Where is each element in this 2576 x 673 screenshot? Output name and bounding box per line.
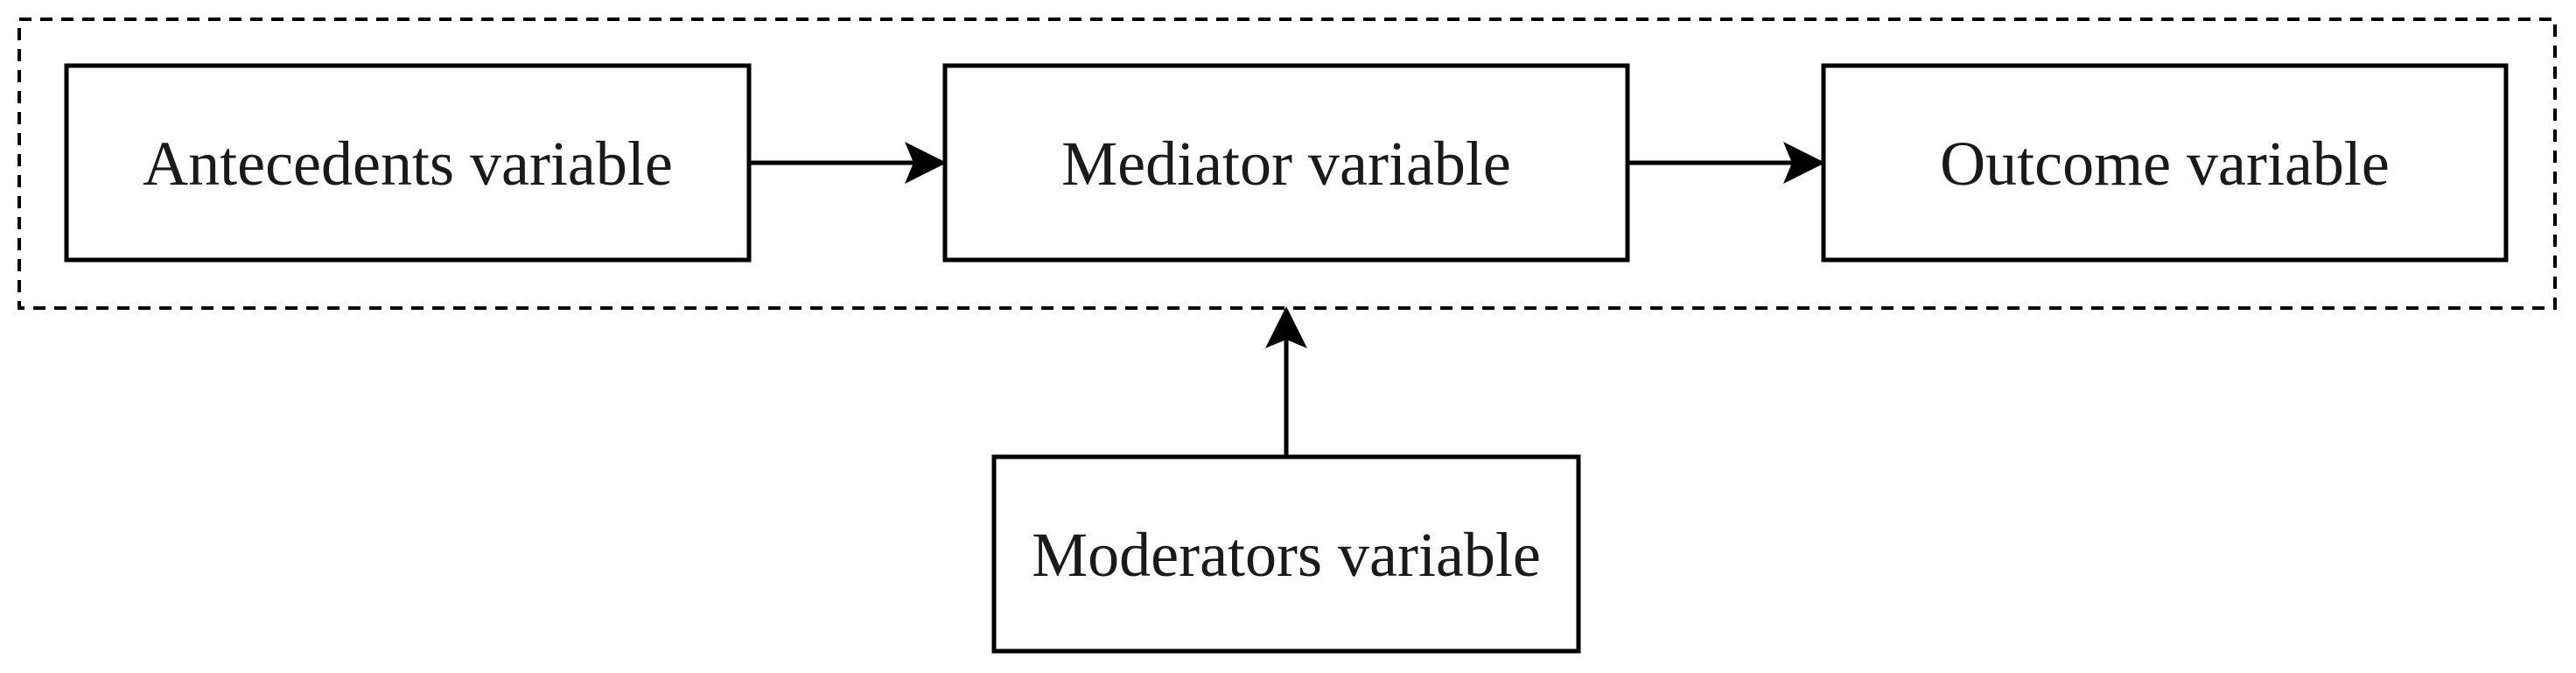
moderators-node: Moderators variable — [991, 454, 1581, 654]
outcome-label: Outcome variable — [1940, 129, 2390, 199]
mediator-node: Mediator variable — [942, 63, 1630, 263]
outcome-node: Outcome variable — [1821, 63, 2509, 263]
antecedents-node: Antecedents variable — [64, 63, 752, 263]
antecedents-label: Antecedents variable — [143, 129, 673, 199]
mediator-box — [942, 63, 1630, 263]
antecedents-box — [64, 63, 752, 263]
mediator-label: Mediator variable — [1061, 129, 1511, 199]
dashed-group-border — [18, 18, 2557, 310]
moderators-label: Moderators variable — [1032, 520, 1541, 590]
